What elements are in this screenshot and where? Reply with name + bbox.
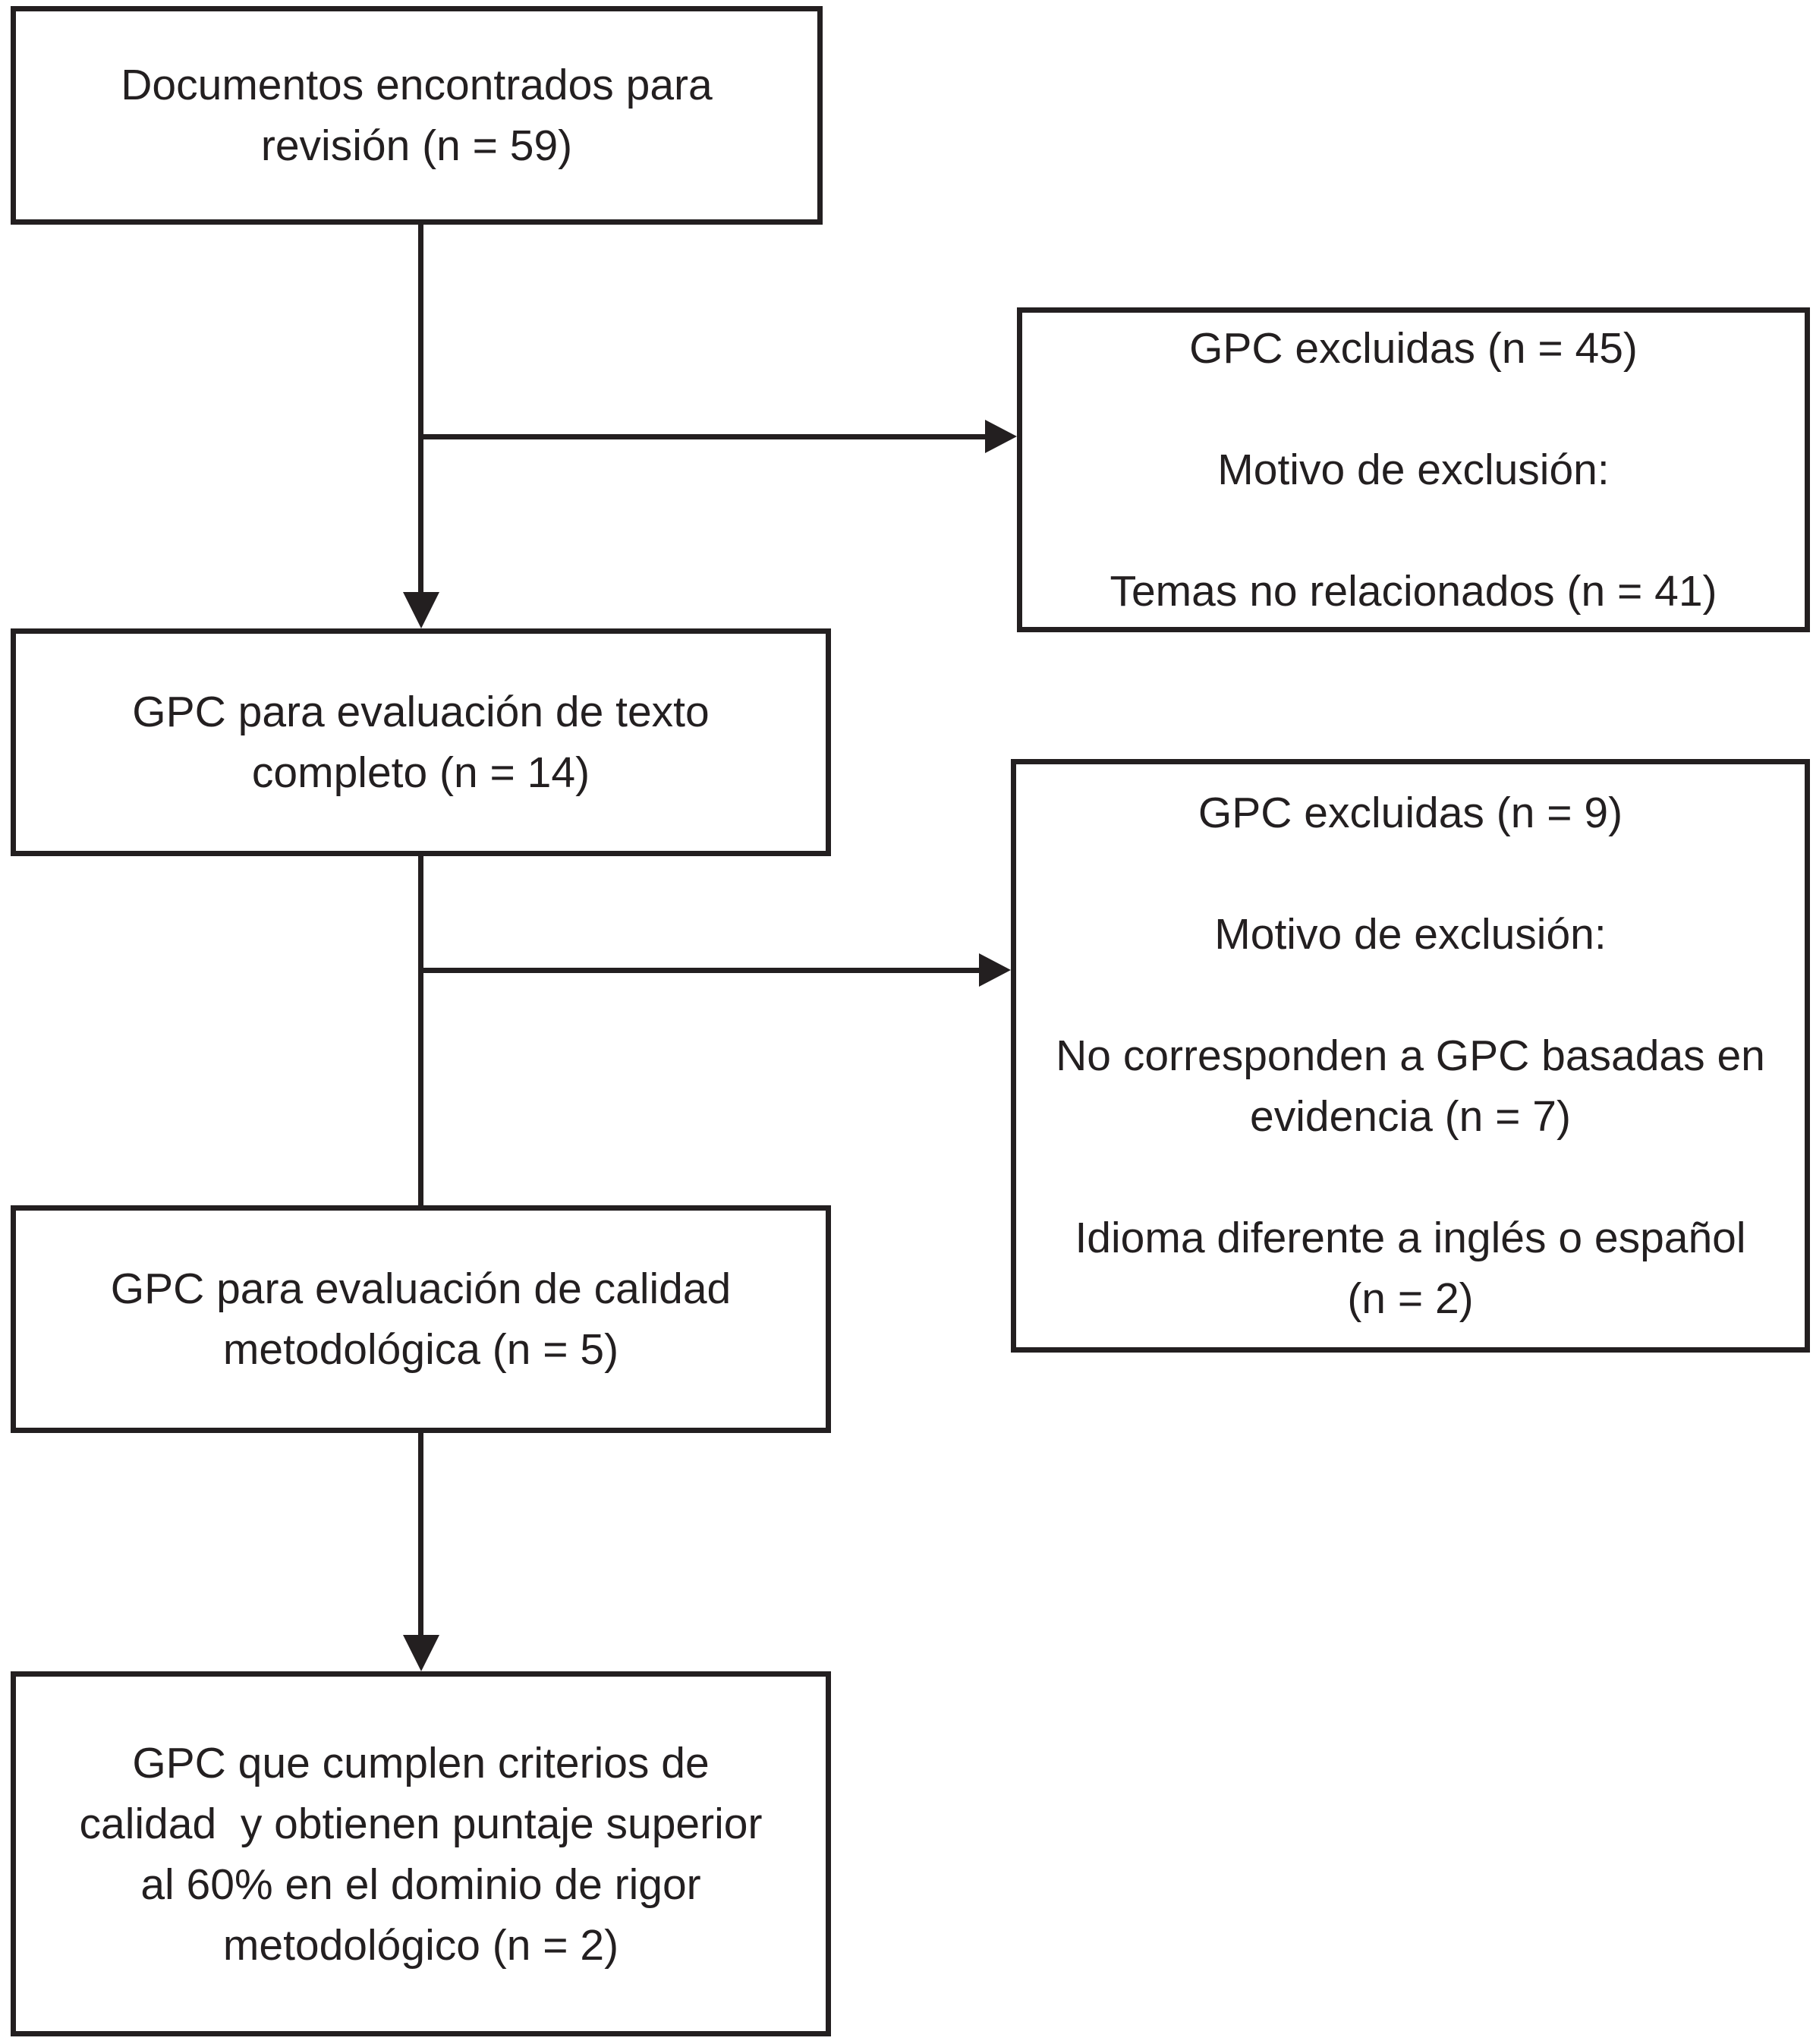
box-text-line: [1016, 843, 1805, 904]
box-text-line: Temas no relacionados (n = 41): [1110, 567, 1717, 616]
connector-fulltext-to-quality: [418, 856, 423, 1205]
box-excluded-first-screening: GPC excluidas (n = 45) Motivo de exclusi…: [1017, 307, 1810, 632]
connector-branch-to-excluded-first: [420, 434, 987, 439]
arrow-head-right-icon: [985, 420, 1017, 453]
box-text-line: Motivo de exclusión:: [1214, 910, 1607, 959]
box-text-line: [1016, 1147, 1805, 1208]
box-text-line: No corresponden a GPC basadas en: [1056, 1031, 1765, 1080]
box-text-line: metodológica (n = 5): [222, 1325, 619, 1374]
connector-branch-to-excluded-second: [420, 968, 979, 973]
box-text-line: GPC excluidas (n = 45): [1189, 324, 1638, 373]
box-text-line: Motivo de exclusión:: [1217, 446, 1610, 494]
box-excluded-fulltext: GPC excluidas (n = 9) Motivo de exclusió…: [1011, 759, 1810, 1353]
box-text-line: revisión (n = 59): [260, 121, 573, 170]
box-text-line: completo (n = 14): [251, 748, 590, 797]
box-text-line: al 60% en el dominio de rigor: [140, 1860, 701, 1909]
arrow-head-down-icon: [403, 592, 439, 628]
connector-quality-to-final: [418, 1433, 423, 1635]
box-fulltext-evaluation: GPC para evaluación de texto completo (n…: [11, 628, 831, 856]
box-text-line: calidad y obtienen puntaje superior: [79, 1799, 763, 1848]
box-text-line: GPC para evaluación de calidad: [110, 1265, 732, 1313]
box-text-line: metodológico (n = 2): [222, 1920, 619, 1970]
box-text-line: [1016, 965, 1805, 1025]
box-final-included: GPC que cumplen criterios de calidad y o…: [11, 1671, 831, 2036]
box-text-line: (n = 2): [1347, 1274, 1474, 1323]
box-text-line: Documentos encontrados para: [121, 61, 713, 109]
box-text-line: [1022, 379, 1805, 439]
box-text-line: [1022, 500, 1805, 561]
box-text-line: GPC que cumplen criterios de: [132, 1738, 710, 1787]
box-text-line: Idioma diferente a inglés o español: [1075, 1214, 1746, 1262]
connector-found-to-fulltext: [418, 225, 423, 594]
box-text-line: GPC excluidas (n = 9): [1198, 789, 1623, 837]
box-quality-evaluation: GPC para evaluación de calidad metodológ…: [11, 1205, 831, 1433]
box-documents-found: Documentos encontrados para revisión (n …: [11, 6, 823, 225]
arrow-head-down-icon: [403, 1635, 439, 1671]
box-text-line: evidencia (n = 7): [1250, 1092, 1571, 1141]
box-text-line: GPC para evaluación de texto: [132, 688, 710, 736]
arrow-head-right-icon: [979, 953, 1011, 987]
